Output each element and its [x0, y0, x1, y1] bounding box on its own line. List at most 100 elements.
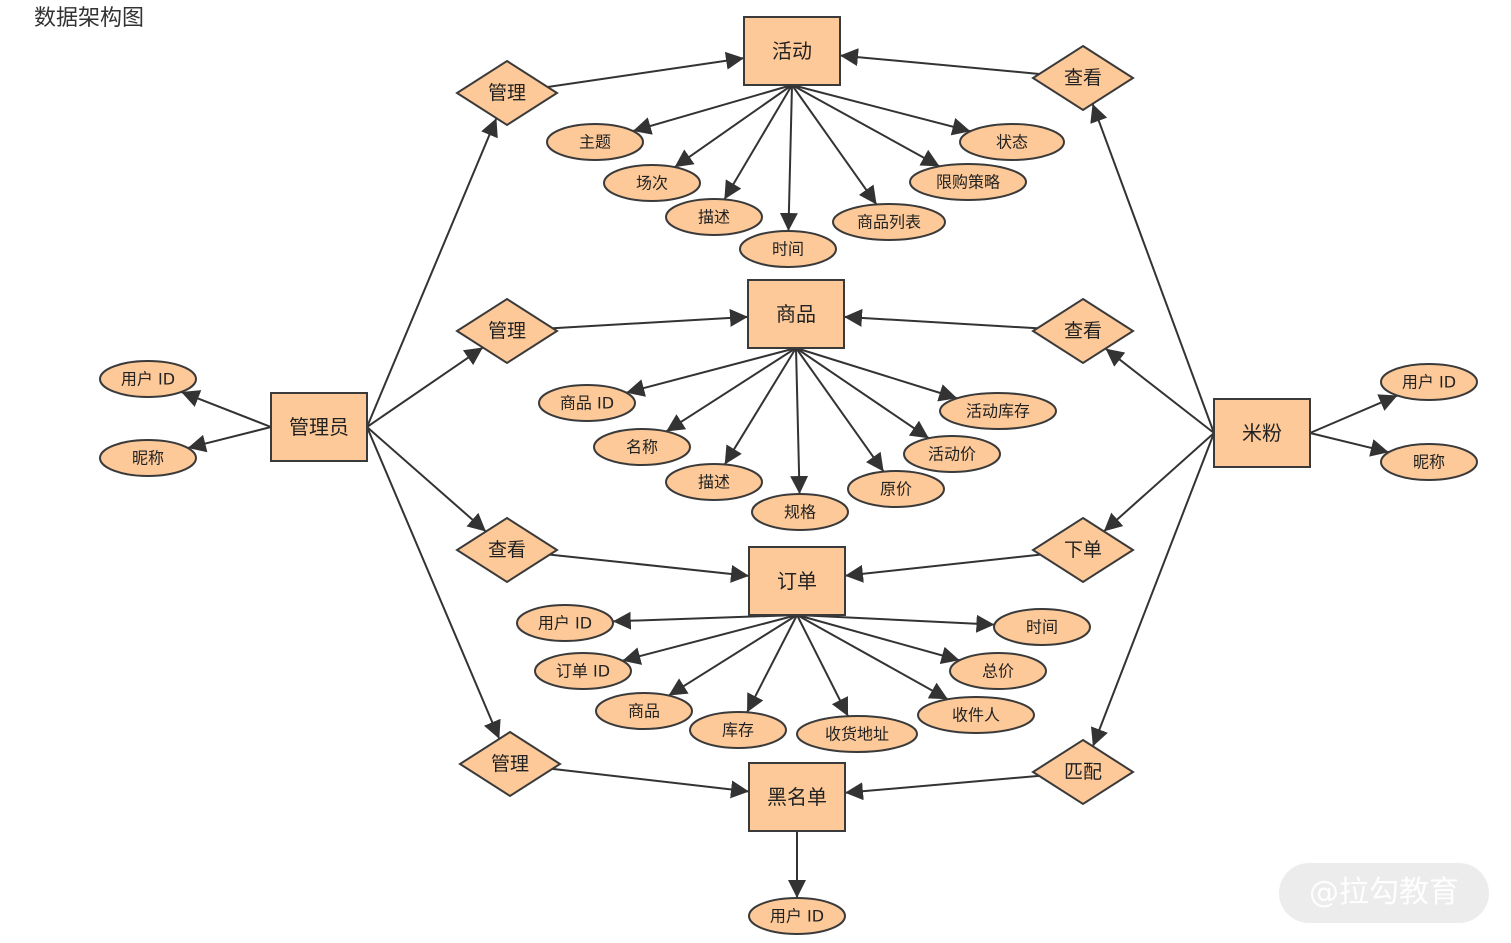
rel-edge-fan-view_product	[1104, 347, 1215, 434]
attribute-ellipse	[832, 203, 946, 241]
attribute-order-3: 库存	[689, 711, 787, 749]
attribute-label: 总价	[982, 662, 1014, 681]
attribute-ellipse	[847, 470, 945, 508]
attribute-ellipse	[538, 384, 636, 422]
attribute-label: 商品 ID	[560, 394, 614, 413]
attribute-label: 场次	[636, 174, 668, 193]
relation-label: 管理	[488, 320, 526, 342]
attribute-blacklist-0: 用户 ID	[748, 897, 846, 935]
attribute-product-4: 原价	[847, 470, 945, 508]
attribute-product-6: 活动库存	[939, 392, 1057, 430]
relation-label: 匹配	[1064, 761, 1102, 783]
attribute-ellipse	[909, 163, 1027, 201]
relation-diamond	[1031, 44, 1135, 112]
relation-diamond	[1031, 738, 1135, 806]
attribute-label: 订单 ID	[556, 662, 610, 681]
attribute-ellipse	[748, 897, 846, 935]
entity-box	[270, 392, 368, 462]
attribute-admin-1: 昵称	[99, 439, 197, 477]
entity-box	[1213, 398, 1311, 468]
nodes-layer: 活动商品管理员米粉订单黑名单管理查看管理查看查看下单管理匹配主题场次描述时间商品…	[99, 16, 1478, 935]
attribute-label: 规格	[784, 503, 816, 522]
attribute-label: 描述	[698, 208, 730, 227]
attr-edge-product-0	[626, 347, 797, 397]
attribute-label: 用户 ID	[121, 370, 175, 389]
attribute-product-5: 活动价	[903, 435, 1001, 473]
attribute-ellipse	[689, 711, 787, 749]
attribute-label: 用户 ID	[1402, 373, 1456, 392]
rel-edge-place_order-order	[844, 553, 1041, 583]
attribute-product-2: 描述	[665, 463, 763, 501]
attribute-label: 收货地址	[825, 725, 889, 744]
attr-edge-activity-3	[779, 84, 798, 232]
rel-edge-admin-manage_product	[366, 346, 484, 428]
relation-label: 下单	[1064, 539, 1102, 561]
entity-product: 商品	[747, 279, 845, 349]
relation-label: 查看	[1064, 67, 1102, 89]
attribute-activity-0: 主题	[546, 123, 644, 161]
relation-manage_activity: 管理	[455, 59, 559, 127]
relation-diamond	[1031, 516, 1135, 584]
attribute-product-3: 规格	[751, 493, 849, 531]
rel-edge-admin-view_order	[366, 426, 487, 533]
attribute-ellipse	[546, 123, 644, 161]
attr-edge-activity-5	[791, 84, 941, 168]
attribute-ellipse	[593, 428, 691, 466]
rel-edge-manage_product-product	[552, 308, 749, 330]
rel-edge-view_product-product	[843, 308, 1038, 330]
attribute-ellipse	[796, 715, 918, 753]
attr-edge-activity-2	[723, 84, 793, 200]
attribute-ellipse	[665, 463, 763, 501]
attr-edge-product-6	[795, 347, 958, 402]
attribute-order-1: 订单 ID	[534, 652, 632, 690]
attribute-activity-5: 限购策略	[909, 163, 1027, 201]
entity-label: 活动	[772, 39, 812, 63]
entity-box	[748, 762, 846, 832]
entity-label: 订单	[777, 569, 817, 593]
attr-edge-activity-0	[632, 84, 793, 135]
attribute-ellipse	[534, 652, 632, 690]
attr-edge-product-3	[790, 347, 809, 495]
attribute-fan-1: 昵称	[1380, 443, 1478, 481]
attr-edge-order-4	[796, 614, 849, 717]
relation-diamond	[458, 730, 562, 798]
rel-edge-admin-manage_activity	[366, 117, 498, 428]
attr-edge-product-5	[795, 347, 930, 440]
attr-edge-order-3	[746, 614, 798, 713]
attr-edge-product-1	[665, 347, 797, 433]
attr-edge-order-1	[622, 614, 798, 665]
attribute-label: 活动库存	[966, 402, 1030, 421]
attr-edge-order-6	[796, 614, 960, 665]
attribute-activity-1: 场次	[603, 164, 701, 202]
entity-blacklist: 黑名单	[748, 762, 846, 832]
attribute-order-0: 用户 ID	[516, 604, 614, 642]
attribute-label: 名称	[626, 438, 658, 457]
attr-edge-activity-4	[791, 84, 878, 206]
attribute-order-7: 时间	[993, 608, 1091, 646]
attr-edge-admin-0	[180, 390, 272, 428]
relation-match_blacklist: 匹配	[1031, 738, 1135, 806]
attr-edge-activity-1	[674, 84, 793, 168]
attribute-order-2: 商品	[595, 692, 693, 730]
attr-edge-product-4	[795, 347, 885, 473]
attribute-ellipse	[751, 493, 849, 531]
attr-edge-order-5	[796, 614, 949, 701]
attribute-label: 商品	[628, 702, 660, 721]
attribute-label: 活动价	[928, 445, 976, 464]
rel-edge-fan-view_activity	[1090, 103, 1215, 434]
attr-edge-order-0	[612, 611, 798, 630]
attribute-activity-3: 时间	[739, 230, 837, 268]
edges-layer	[180, 48, 1398, 898]
attribute-ellipse	[595, 692, 693, 730]
attribute-order-4: 收货地址	[796, 715, 918, 753]
rel-edge-view_activity-activity	[839, 48, 1040, 75]
relation-label: 管理	[488, 82, 526, 104]
rel-edge-manage_blacklist-blacklist	[552, 767, 750, 799]
attr-edge-admin-1	[187, 426, 272, 453]
relation-manage_product: 管理	[455, 297, 559, 365]
entity-label: 米粉	[1242, 421, 1282, 445]
attribute-label: 用户 ID	[770, 907, 824, 926]
attribute-label: 收件人	[952, 706, 1000, 725]
entity-label: 商品	[776, 302, 816, 326]
